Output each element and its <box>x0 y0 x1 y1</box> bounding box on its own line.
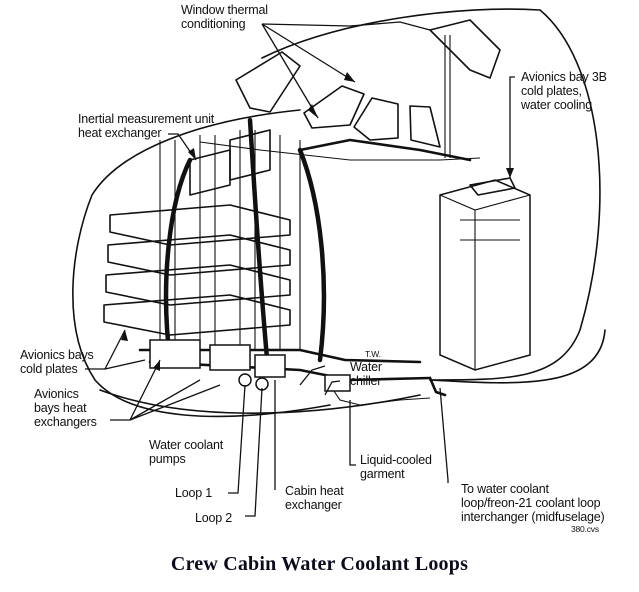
label-water-chiller: Water chiller <box>350 360 382 388</box>
avionics-bay-3b-cabinet <box>439 177 531 371</box>
label-imu-heat-exchanger: Inertial measurement unit heat exchanger <box>78 112 215 140</box>
cabin-windows <box>199 19 501 161</box>
avionics-racks <box>103 129 301 350</box>
label-tw-mark: T.W. <box>365 349 381 359</box>
pump-cluster <box>149 339 351 392</box>
label-cabin-heat-exchanger: Cabin heat exchanger <box>285 484 344 512</box>
arrowheads <box>121 72 514 371</box>
label-loop-2: Loop 2 <box>195 511 233 525</box>
label-water-coolant-pumps: Water coolant pumps <box>149 438 224 466</box>
label-loop-1: Loop 1 <box>175 486 213 500</box>
label-liquid-cooled-garment: Liquid-cooled garment <box>360 453 432 481</box>
label-avionics-bays-cold-plates: Avionics bays cold plates <box>20 348 94 376</box>
label-window-thermal-conditioning: Window thermal conditioning <box>181 3 268 31</box>
label-avionics-bays-heat-exchangers: Avionics bays heat exchangers <box>34 387 97 429</box>
label-midfuselage-interchanger: To water coolant loop/freon-21 coolant l… <box>461 482 605 524</box>
figure-id: 380.cvs <box>571 524 599 534</box>
label-avionics-bay-3b: Avionics bay 3B cold plates, water cooli… <box>521 70 607 112</box>
figure-caption: Crew Cabin Water Coolant Loops <box>170 553 469 575</box>
leader-lines <box>85 21 515 517</box>
